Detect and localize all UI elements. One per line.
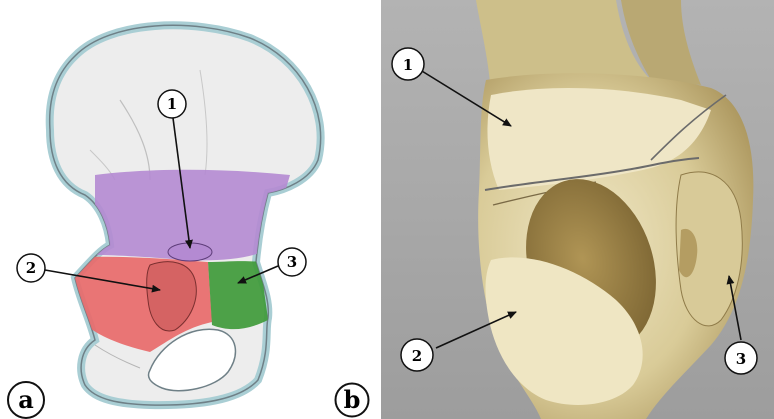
hip-bone-drawing: 1 2 3 a [0,0,370,419]
svg-text:b: b [344,385,361,414]
panel-b-photograph: 1 2 3 [381,0,774,419]
svg-text:3: 3 [287,253,297,271]
callout-2: 2 [401,339,433,371]
callout-3: 3 [725,342,757,374]
callout-2: 2 [17,254,45,282]
panel-letter-a: a [8,382,44,418]
panel-a-illustration: 1 2 3 a [0,0,370,419]
svg-text:2: 2 [26,259,36,277]
callout-1: 1 [158,90,186,118]
callout-3: 3 [278,248,306,276]
bone-photo-drawing: 1 2 3 [381,0,774,419]
svg-text:1: 1 [403,56,413,74]
svg-text:2: 2 [412,347,422,365]
svg-text:1: 1 [167,95,177,113]
callout-1: 1 [392,48,424,80]
svg-text:a: a [18,385,34,414]
svg-text:3: 3 [736,350,746,368]
panel-letter-b-badge: b [334,382,370,418]
